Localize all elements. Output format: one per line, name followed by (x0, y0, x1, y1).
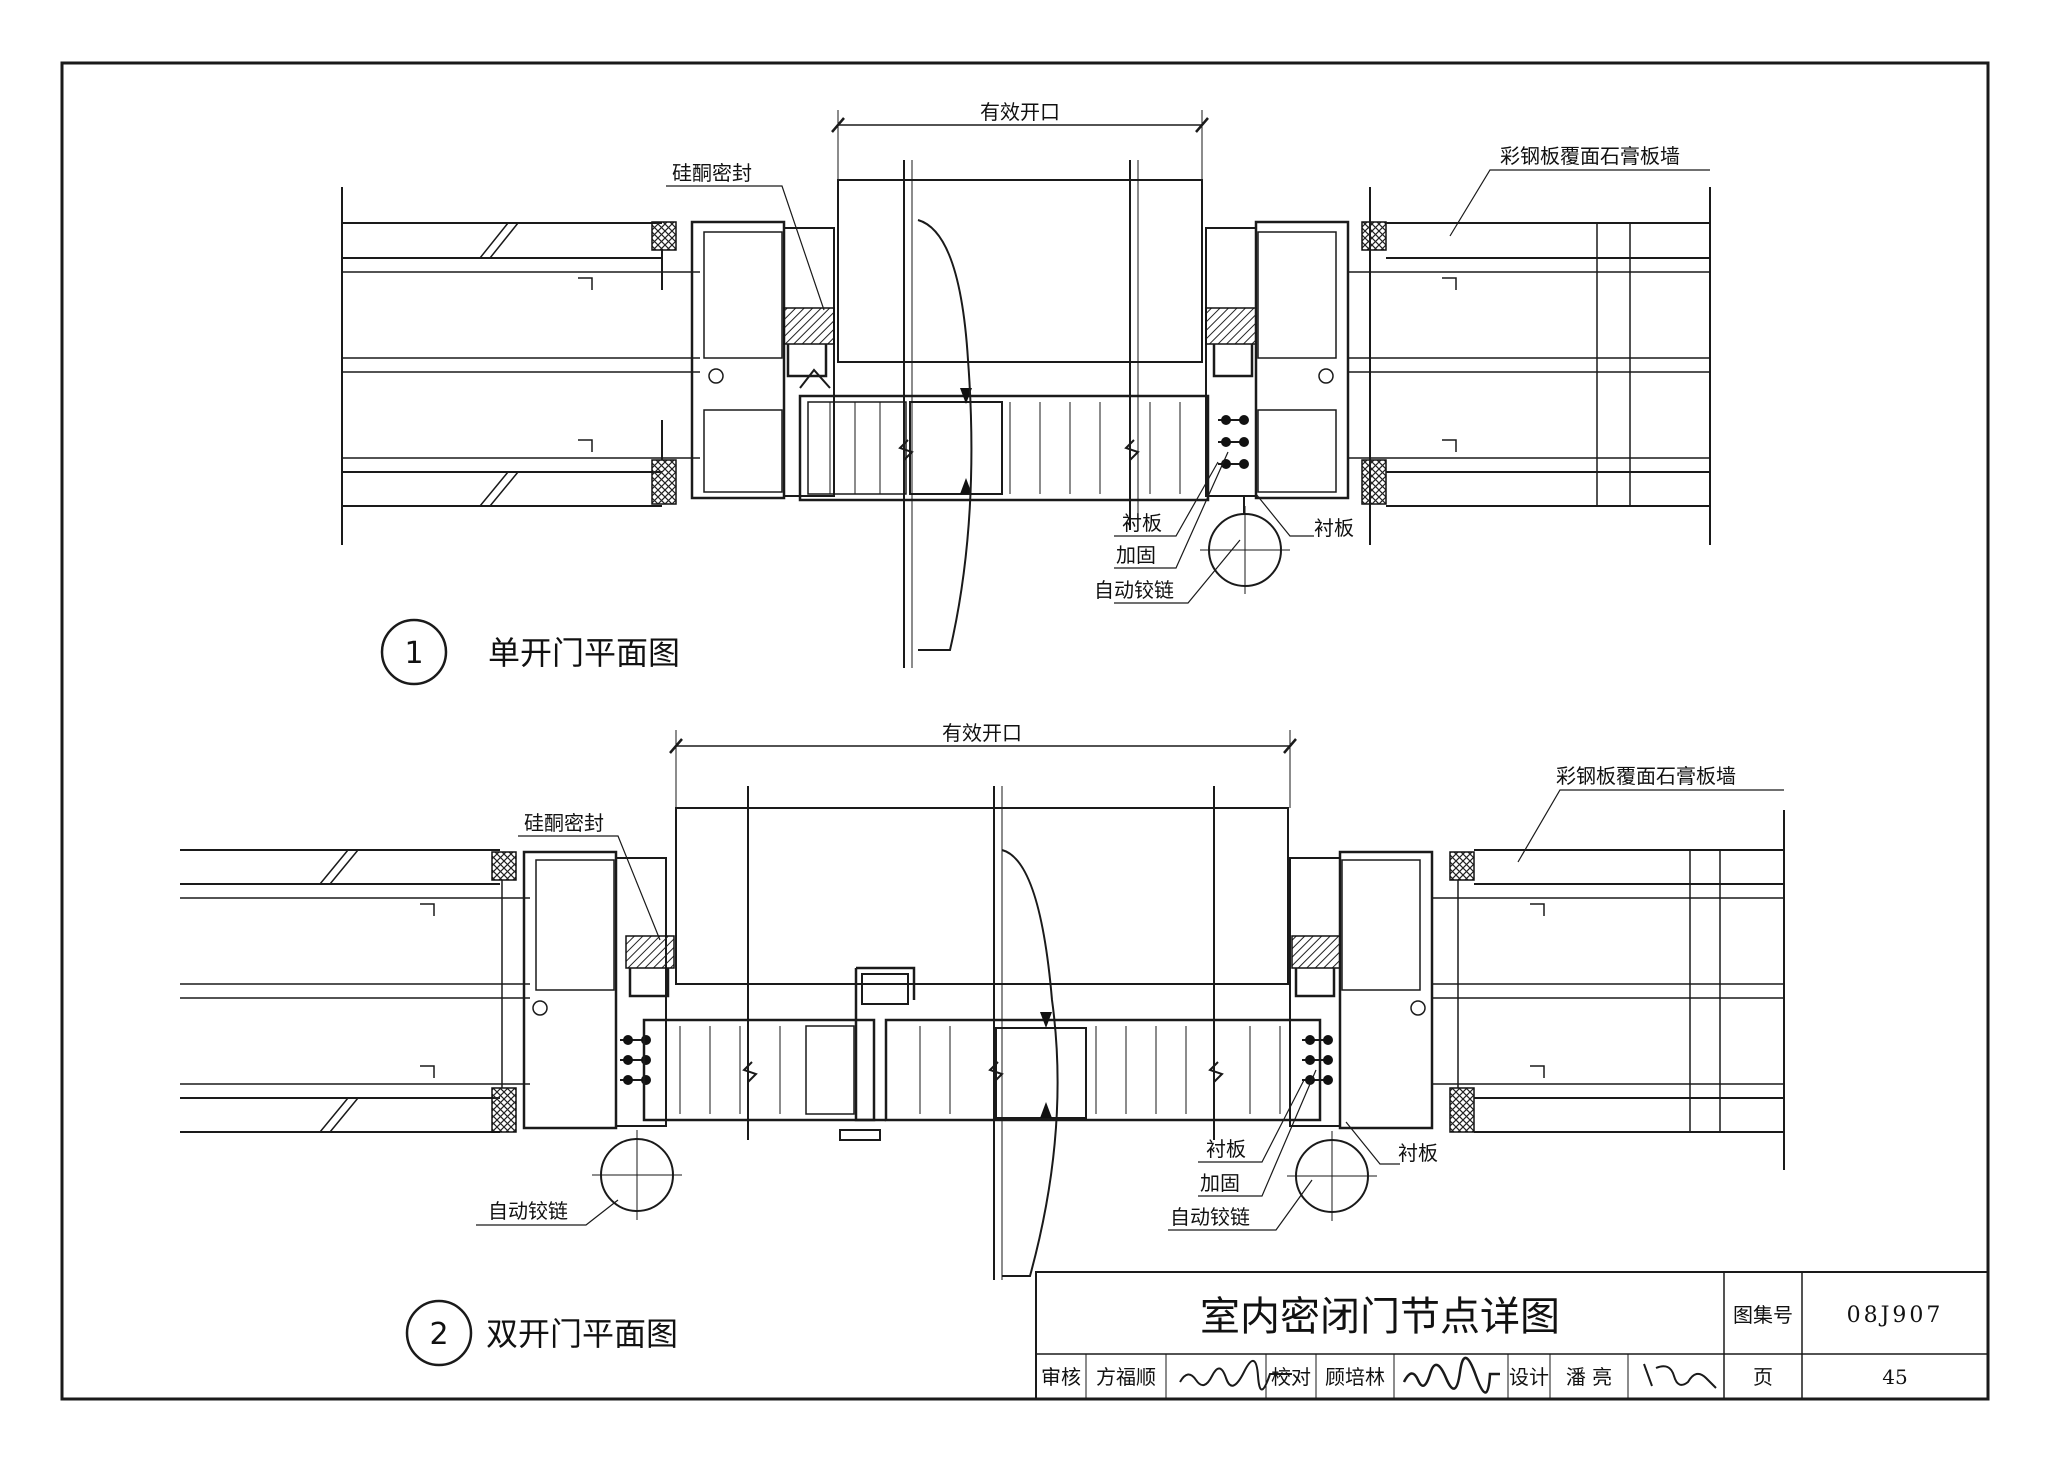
detail-2-hinge-left-label: 自动铰链 (488, 1199, 568, 1223)
right-door-frame (1205, 220, 1350, 500)
door-header-2 (675, 786, 1289, 1280)
sheet-title: 室内密闭门节点详图 (1200, 1294, 1560, 1340)
checker-signature (1402, 1356, 1500, 1394)
right-wall-2 (1432, 810, 1785, 1170)
reviewer-name: 方福顺 (1096, 1365, 1156, 1389)
atlas-number: 08J907 (1847, 1303, 1944, 1328)
detail-2-hinge-right-label: 自动铰链 (1170, 1205, 1250, 1229)
detail-2-reinforce-label: 加固 (1200, 1171, 1240, 1195)
detail-1-title: 单开门平面图 (488, 634, 680, 672)
page-label: 页 (1753, 1365, 1773, 1389)
title-block (1035, 1271, 1989, 1400)
design-label: 设计 (1509, 1365, 1549, 1389)
reviewer-signature (1179, 1360, 1292, 1391)
detail-2-number: 2 (429, 1317, 448, 1352)
detail-1-number-circle (380, 618, 448, 686)
detail-2-number-circle (405, 1299, 473, 1367)
detail-1-reinforce-label: 加固 (1116, 543, 1156, 567)
leader-lines-2 (476, 789, 1784, 1231)
detail-2-backing-left-label: 衬板 (1206, 1137, 1246, 1161)
review-label: 审核 (1041, 1365, 1081, 1389)
detail-2-title: 双开门平面图 (486, 1315, 678, 1353)
door-leaf-right (742, 849, 1322, 1277)
check-label: 校对 (1271, 1365, 1311, 1389)
detail-1-drawing (341, 110, 1711, 686)
right-wall (1348, 187, 1711, 545)
hinge-symbol-right (1287, 1131, 1377, 1221)
dimension-line-2 (669, 730, 1297, 808)
sheet-border (60, 61, 1990, 1401)
detail-2-backing-right-label: 衬板 (1398, 1141, 1438, 1165)
detail-2-wall-label: 彩钢板覆面石膏板墙 (1556, 764, 1736, 788)
right-door-frame-2 (1289, 850, 1434, 1130)
door-leaf-left (642, 966, 916, 1141)
detail-1-backing-right-label: 衬板 (1314, 516, 1354, 540)
left-door-frame (690, 220, 835, 500)
detail-1-dimension-label: 有效开口 (980, 100, 1060, 124)
detail-1-number: 1 (404, 636, 423, 671)
left-door-frame-2 (522, 850, 675, 1130)
dimension-line (831, 110, 1209, 180)
designer-signature (1643, 1363, 1717, 1389)
leader-lines (666, 169, 1710, 604)
left-wall-2 (180, 849, 530, 1133)
detail-1-hinge-label: 自动铰链 (1094, 578, 1174, 602)
detail-1-seal-label: 硅酮密封 (672, 161, 752, 185)
hinge-symbol (1200, 496, 1290, 594)
page-number: 45 (1882, 1365, 1907, 1389)
detail-2-seal-label: 硅酮密封 (524, 811, 604, 835)
hinge-symbol-left (592, 1130, 682, 1220)
checker-name: 顾培林 (1325, 1365, 1385, 1389)
detail-1-wall-label: 彩钢板覆面石膏板墙 (1500, 144, 1680, 168)
designer-name: 潘 亮 (1566, 1365, 1612, 1389)
detail-2-drawing (180, 730, 1785, 1367)
left-wall (341, 187, 700, 545)
detail-2-dimension-label: 有效开口 (942, 721, 1022, 745)
atlas-label: 图集号 (1733, 1303, 1793, 1327)
door-leaf-1 (798, 219, 1210, 651)
door-header (837, 160, 1203, 668)
detail-1-backing-left-label: 衬板 (1122, 511, 1162, 535)
